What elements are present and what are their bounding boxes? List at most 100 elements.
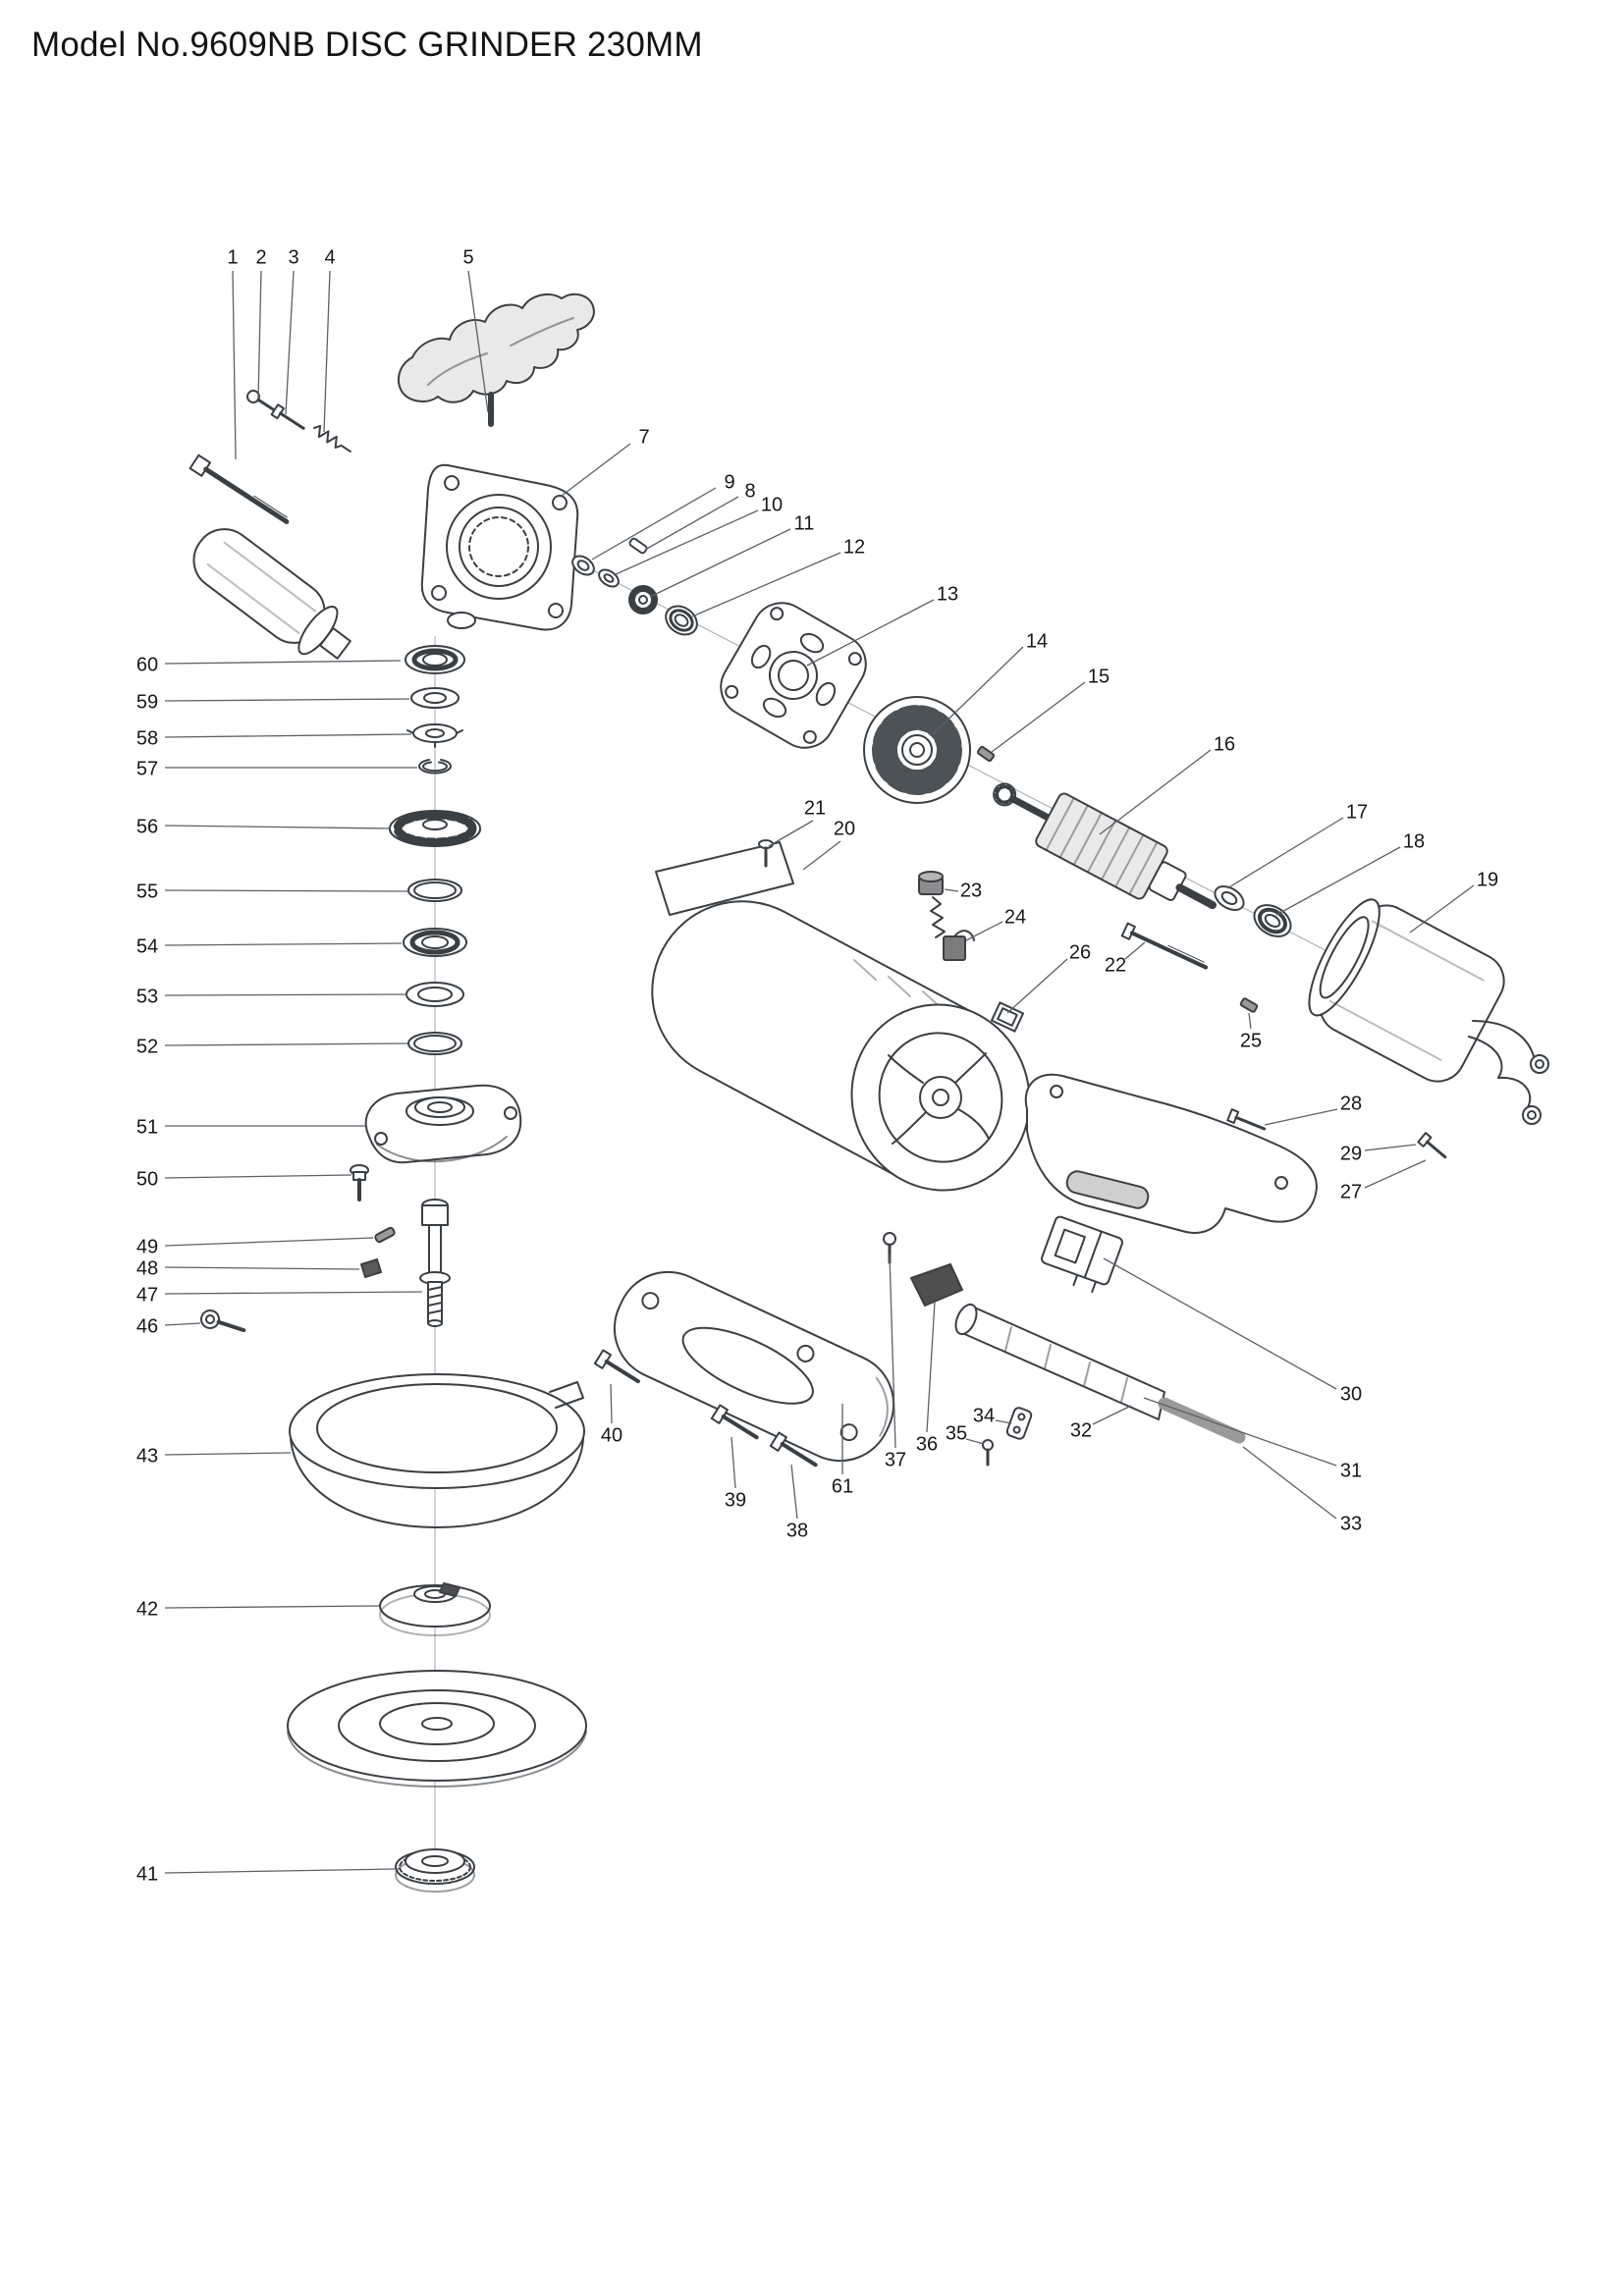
part-number-3: 3 [288, 246, 298, 268]
gear-housing-7 [420, 463, 579, 631]
leader-line-part-55 [164, 889, 408, 892]
screw-50 [350, 1164, 369, 1201]
screw-40 [593, 1349, 640, 1384]
part-number-55: 55 [136, 881, 158, 902]
leader-line-part-1 [232, 270, 237, 460]
leader-line-part-37 [889, 1254, 896, 1449]
part-number-56: 56 [136, 816, 158, 837]
inner-flange-42 [379, 1582, 491, 1636]
leader-line-part-56 [164, 825, 390, 829]
leader-line-part-19 [1409, 884, 1475, 934]
part-number-34: 34 [973, 1405, 995, 1426]
leader-line-part-40 [610, 1383, 613, 1424]
ball-bearing-12 [665, 605, 698, 636]
page-title: Model No.9609NB DISC GRINDER 230MM [31, 26, 703, 64]
part-number-26: 26 [1069, 941, 1091, 963]
part-number-47: 47 [136, 1284, 158, 1306]
leader-line-part-27 [1364, 1159, 1427, 1189]
ring-52 [407, 1032, 462, 1055]
bearing-box-51 [364, 1084, 522, 1164]
switch-30 [1041, 1215, 1123, 1294]
leader-line-part-11 [649, 528, 791, 598]
leader-line-part-21 [768, 820, 814, 847]
clamp-plate-34 [1005, 1407, 1033, 1440]
screw-29 [1417, 1132, 1447, 1159]
leader-line-part-15 [991, 681, 1086, 753]
key-48 [360, 1258, 382, 1278]
lock-nut-41 [395, 1848, 475, 1893]
fan-14 [863, 696, 971, 804]
part-number-2: 2 [255, 246, 266, 268]
leader-line-part-12 [691, 552, 841, 617]
washer-59 [410, 687, 460, 709]
brush-cap-23 [918, 871, 944, 895]
pin-8 [628, 537, 648, 555]
leader-line-part-47 [164, 1291, 423, 1295]
part-number-36: 36 [916, 1433, 938, 1455]
part-number-49: 49 [136, 1236, 158, 1257]
part-number-43: 43 [136, 1445, 158, 1467]
part-number-60: 60 [136, 654, 158, 675]
leader-line-part-26 [1006, 958, 1068, 1014]
part-number-61: 61 [832, 1475, 853, 1497]
part-number-19: 19 [1477, 869, 1498, 890]
handle-bolt-1 [189, 454, 290, 524]
leader-line-part-22 [1124, 941, 1146, 960]
baffle-plate-20 [655, 841, 794, 916]
washer-screw-2 [246, 390, 277, 412]
armature-16 [993, 782, 1218, 910]
leader-line-part-28 [1264, 1108, 1338, 1126]
leader-line-part-36 [926, 1301, 936, 1433]
leader-line-part-16 [1099, 749, 1212, 835]
part-number-25: 25 [1240, 1030, 1262, 1051]
part-number-4: 4 [324, 246, 335, 268]
washer-53 [406, 982, 464, 1007]
pinion-gear-11 [628, 585, 658, 614]
part-number-15: 15 [1088, 666, 1110, 687]
pin-25 [1239, 997, 1259, 1013]
ball-bearing-54 [403, 928, 467, 957]
snap-ring-57 [418, 759, 452, 774]
part-number-32: 32 [1070, 1419, 1092, 1441]
rear-handle-lower-61 [613, 1270, 895, 1463]
part-number-10: 10 [761, 494, 783, 515]
part-number-57: 57 [136, 758, 158, 779]
part-number-24: 24 [1004, 906, 1026, 928]
part-number-7: 7 [638, 426, 649, 448]
part-number-11: 11 [794, 512, 815, 534]
washer-10 [598, 568, 620, 588]
washer-17 [1214, 885, 1245, 911]
part-number-42: 42 [136, 1598, 158, 1620]
bearing-plate-13 [720, 602, 867, 749]
leader-line-part-42 [164, 1605, 380, 1609]
leader-line-part-35 [965, 1438, 985, 1445]
part-number-21: 21 [804, 797, 826, 819]
leader-line-part-54 [164, 942, 403, 946]
washer-9 [571, 555, 595, 576]
bevel-gear-56 [389, 810, 481, 847]
part-number-41: 41 [136, 1863, 158, 1885]
screw-38 [769, 1431, 818, 1468]
part-number-8: 8 [744, 480, 755, 502]
leader-line-part-10 [613, 509, 759, 576]
part-number-27: 27 [1340, 1181, 1362, 1202]
screw-22 [1120, 922, 1209, 970]
part-number-50: 50 [136, 1168, 158, 1190]
screw-46 [200, 1309, 246, 1333]
leader-line-part-59 [164, 698, 410, 702]
ball-bearing-18 [1253, 904, 1292, 937]
lock-nut-58 [406, 723, 463, 748]
grinding-wheel [287, 1670, 587, 1788]
leader-line-part-25 [1248, 1012, 1252, 1030]
brush-spring [930, 896, 946, 938]
leader-line-part-18 [1275, 846, 1401, 916]
side-handle [192, 528, 352, 660]
part-number-20: 20 [834, 818, 855, 839]
leader-line-part-4 [323, 270, 331, 433]
motor-housing [651, 900, 1031, 1192]
part-number-33: 33 [1340, 1513, 1362, 1534]
part-number-39: 39 [725, 1489, 746, 1511]
part-number-40: 40 [601, 1424, 623, 1446]
part-number-18: 18 [1403, 830, 1425, 852]
spindle-47 [419, 1199, 451, 1327]
